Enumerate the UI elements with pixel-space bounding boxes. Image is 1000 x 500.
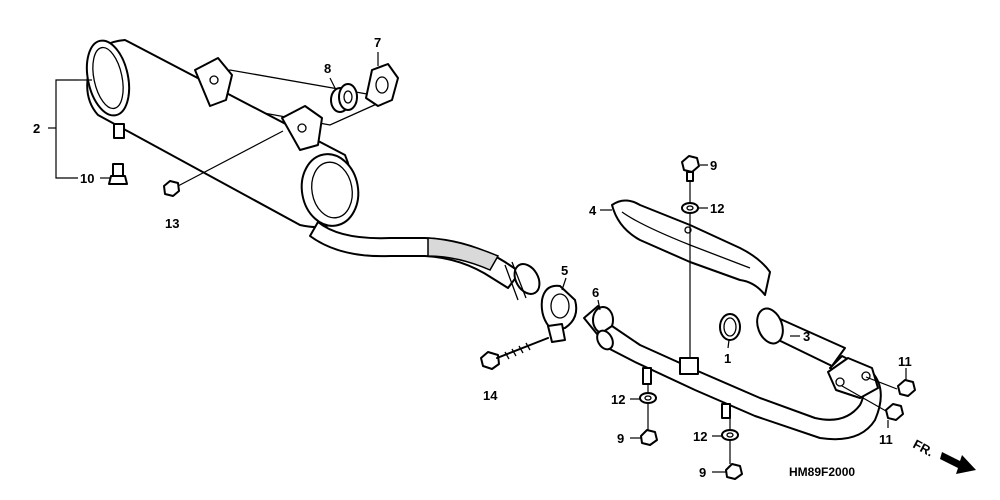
joint-gasket	[583, 305, 614, 335]
muffler-drain-stub	[113, 123, 125, 139]
exhaust-pipe	[596, 307, 882, 441]
callout-7: 7	[374, 35, 381, 50]
muffler-bracket-upper	[194, 57, 233, 107]
flange-nut-lower	[841, 385, 904, 421]
callout-14: 14	[483, 388, 498, 403]
muffler-pipe-end	[513, 263, 541, 295]
front-arrow-icon	[940, 452, 976, 474]
callout-11-bottom: 11	[879, 432, 893, 447]
pipe-stud-right	[721, 403, 731, 419]
pipe-heat-wrap	[427, 237, 500, 271]
callout-3: 3	[803, 329, 810, 344]
shield-mount-bracket	[679, 357, 699, 375]
callout-2: 2	[33, 121, 40, 136]
stud-washer-left	[639, 392, 657, 404]
clamp-bolt	[480, 337, 549, 370]
clamp	[540, 284, 578, 343]
callout-10: 10	[80, 171, 94, 186]
callout-8: 8	[324, 61, 331, 76]
rubber-grommet	[330, 83, 358, 113]
callout-9-left: 9	[617, 431, 624, 446]
callout-9-top: 9	[710, 158, 717, 173]
bolt-13	[163, 130, 284, 197]
shield-washer	[681, 202, 699, 214]
figure-code: HM89F2000	[789, 465, 855, 479]
exhaust-port-end	[756, 307, 784, 345]
muffler-bracket-lower	[281, 105, 323, 151]
pipe-stud-left	[642, 367, 652, 385]
callout-6: 6	[592, 285, 599, 300]
muffler-rear-cap	[85, 39, 131, 117]
drain-bolt	[108, 163, 128, 185]
front-label: FR.	[911, 436, 937, 459]
stud-nut-right	[725, 463, 743, 480]
leader-lines	[48, 52, 907, 473]
callout-12-top: 12	[710, 201, 724, 216]
callout-9-right: 9	[699, 465, 706, 480]
flange-nut-upper	[865, 376, 916, 397]
callout-12-right: 12	[693, 429, 707, 444]
front-direction-indicator: FR.	[911, 436, 976, 474]
shield-bolt	[681, 155, 700, 182]
stud-washer-right	[721, 429, 739, 441]
exhaust-flange	[827, 357, 879, 399]
stud-nut-left	[640, 429, 658, 446]
heat-shield	[611, 199, 771, 296]
callout-12-left: 12	[611, 392, 625, 407]
callout-13: 13	[165, 216, 179, 231]
muffler	[85, 39, 393, 228]
exhaust-gasket-ring	[719, 313, 741, 341]
callout-11-top: 11	[898, 354, 912, 369]
muffler-front-cap	[300, 153, 360, 227]
callout-labels: 2 10 8 7 13 4 9 12 5 6 3 1 11 11 14 12 9…	[33, 35, 912, 480]
collar-bracket	[365, 63, 399, 107]
callout-4: 4	[589, 203, 597, 218]
callout-5: 5	[561, 263, 568, 278]
muffler-inlet-pipe	[309, 221, 541, 301]
callout-1: 1	[724, 351, 731, 366]
